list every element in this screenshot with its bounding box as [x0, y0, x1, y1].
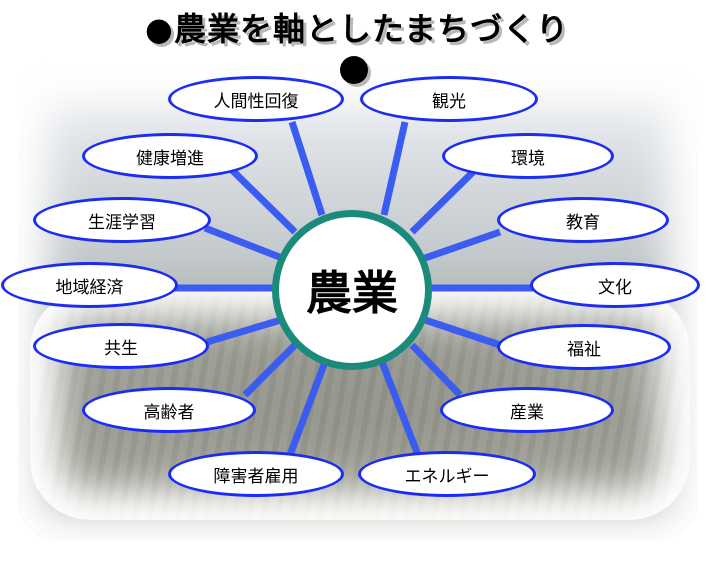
spoke-13 — [378, 360, 422, 457]
node-human-recovery: 人間性回復 — [168, 76, 344, 122]
page-title: ●農業を軸としたまちづくり — [145, 10, 569, 48]
spoke-8 — [206, 316, 282, 346]
node-culture: 文化 — [530, 262, 700, 308]
spoke-3 — [409, 167, 478, 235]
node-lifelong-learning: 生涯学習 — [33, 197, 211, 243]
center-node: 農業 — [272, 210, 432, 370]
node-energy: エネルギー — [358, 451, 536, 497]
node-education: 教育 — [497, 197, 669, 243]
node-elderly: 高齢者 — [82, 387, 256, 433]
node-environment: 環境 — [442, 133, 614, 179]
node-industry: 産業 — [440, 387, 614, 433]
node-regional-economy: 地域経済 — [1, 262, 178, 308]
spoke-1 — [380, 121, 409, 216]
spoke-5 — [423, 228, 502, 262]
node-coexistence: 共生 — [33, 323, 209, 369]
node-disabled-employment: 障害者雇用 — [168, 451, 344, 497]
bullet-dot — [340, 56, 368, 84]
node-health: 健康増進 — [82, 133, 258, 179]
spoke-4 — [203, 224, 284, 262]
node-tourism: 観光 — [360, 76, 538, 122]
spoke-9 — [423, 316, 502, 349]
spoke-2 — [229, 167, 298, 235]
node-welfare: 福祉 — [497, 324, 671, 370]
spoke-10 — [242, 342, 298, 398]
spoke-12 — [286, 360, 329, 457]
spoke-0 — [288, 120, 326, 217]
spoke-11 — [409, 342, 463, 398]
